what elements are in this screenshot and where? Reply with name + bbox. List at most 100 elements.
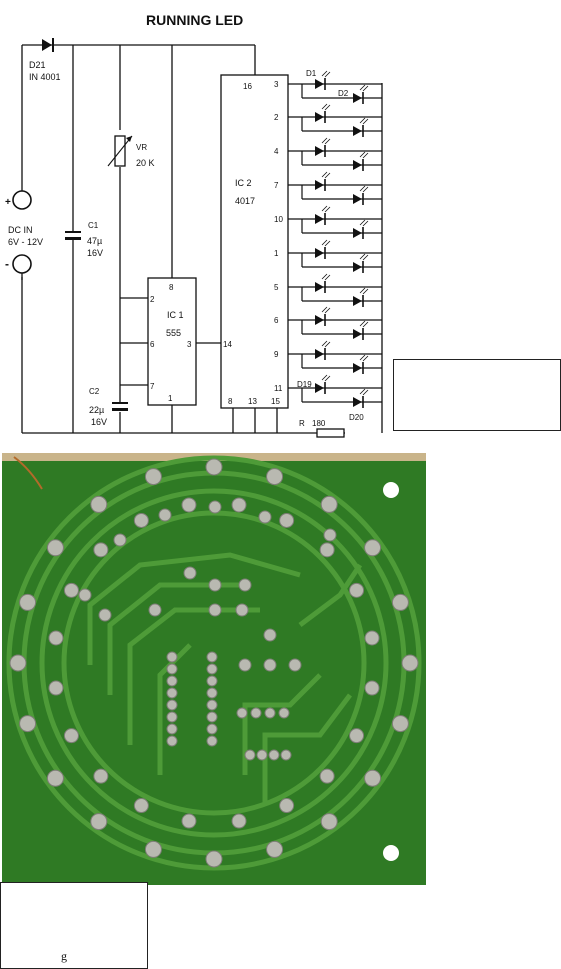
led-symbol [353, 320, 369, 340]
solder-pad [9, 654, 27, 672]
running-led-schematic: RUNNING LED D21 IN 4001 + - DC IN 6V - 1… [5, 12, 383, 438]
solder-pad [320, 813, 338, 831]
solder-pad [19, 715, 37, 733]
ic2-output-pin: 1 [274, 249, 279, 258]
ic1-part: 555 [166, 328, 181, 338]
solder-pad [364, 769, 382, 787]
led-symbol [353, 151, 369, 171]
ic2-output-pin: 2 [274, 113, 279, 122]
ic1-pin7: 7 [150, 382, 155, 391]
led-symbol [315, 273, 331, 293]
solder-pad [206, 675, 218, 687]
solder-pad [93, 542, 109, 558]
ic2-pin15: 15 [271, 397, 280, 406]
solder-pad [231, 497, 247, 513]
ic2-output-pin: 6 [274, 316, 279, 325]
led-symbol [315, 306, 331, 326]
led-d20-label: D20 [349, 413, 364, 422]
dcin-range: 6V - 12V [8, 237, 43, 247]
led-symbol [315, 374, 331, 394]
solder-pad [205, 458, 223, 476]
ic2-4017-box [220, 74, 289, 409]
led-symbol [353, 253, 369, 273]
led-d19-label: D19 [297, 380, 312, 389]
caption-letter: g [61, 949, 67, 963]
solder-pad [319, 768, 335, 784]
solder-pad [364, 539, 382, 557]
solder-pad [263, 628, 277, 642]
solder-pad [236, 707, 248, 719]
solder-pad [148, 603, 162, 617]
ic2-pin16: 16 [243, 82, 252, 91]
solder-pad [288, 658, 302, 672]
solder-pad [48, 680, 64, 696]
c2-volt: 16V [91, 417, 107, 427]
led-symbol [353, 84, 369, 104]
resistor-ref: R [299, 419, 305, 428]
solder-pad [166, 687, 178, 699]
solder-pad [181, 497, 197, 513]
solder-pad [46, 769, 64, 787]
vr-value: 20 K [136, 158, 155, 168]
ic2-ref: IC 2 [235, 178, 252, 188]
pcb-photo [0, 445, 561, 885]
led-symbol [315, 239, 331, 259]
solder-pad [256, 749, 268, 761]
led-symbol [353, 117, 369, 137]
ic2-output-pin: 9 [274, 350, 279, 359]
dcin-minus: - [5, 257, 9, 271]
solder-pad [279, 798, 295, 814]
solder-pad [48, 630, 64, 646]
led-symbol [315, 171, 331, 191]
led-symbol [315, 340, 331, 360]
solder-pad [208, 500, 222, 514]
ic2-pin8: 8 [228, 397, 233, 406]
solder-pad [391, 715, 409, 733]
solder-pad [349, 582, 365, 598]
solder-pad [93, 768, 109, 784]
solder-pad [19, 593, 37, 611]
ic2-output-pin: 11 [274, 384, 283, 393]
ic1-pin6: 6 [150, 340, 155, 349]
solder-pad [133, 798, 149, 814]
solder-pad [266, 468, 284, 486]
solder-pad [206, 699, 218, 711]
schematic-title: RUNNING LED [146, 12, 243, 28]
solder-pad [206, 723, 218, 735]
solder-pad [166, 651, 178, 663]
solder-pad [166, 723, 178, 735]
ic1-pin1: 1 [168, 394, 173, 403]
dcin-plus: + [5, 197, 11, 208]
ic1-pin3: 3 [187, 340, 192, 349]
solder-pad [90, 495, 108, 513]
dcin-label: DC IN [8, 225, 33, 235]
ic2-output-pin: 4 [274, 147, 279, 156]
solder-pad [278, 707, 290, 719]
ic2-output-pin: 7 [274, 181, 279, 190]
led-symbol [353, 287, 369, 307]
solder-pad [206, 651, 218, 663]
solder-pad [113, 533, 127, 547]
solder-pad [238, 658, 252, 672]
solder-pad [264, 707, 276, 719]
solder-pad [263, 658, 277, 672]
solder-pad [231, 813, 247, 829]
solder-pad [63, 582, 79, 598]
solder-pad [244, 749, 256, 761]
resistor-value: 180 [312, 419, 326, 428]
c2-ref: C2 [89, 387, 100, 396]
solder-pad [181, 813, 197, 829]
ic1-pin8: 8 [169, 283, 174, 292]
solder-pad [208, 603, 222, 617]
solder-pad [250, 707, 262, 719]
ic1-pin2: 2 [150, 295, 155, 304]
led-d1-label: D1 [306, 69, 317, 78]
c1-value: 47µ [87, 236, 102, 246]
c1-ref: C1 [88, 221, 99, 230]
solder-pad [166, 735, 178, 747]
solder-pad [78, 588, 92, 602]
ic1-555-box [147, 277, 197, 406]
solder-pad [349, 728, 365, 744]
solder-pad [206, 735, 218, 747]
solder-pad [206, 687, 218, 699]
